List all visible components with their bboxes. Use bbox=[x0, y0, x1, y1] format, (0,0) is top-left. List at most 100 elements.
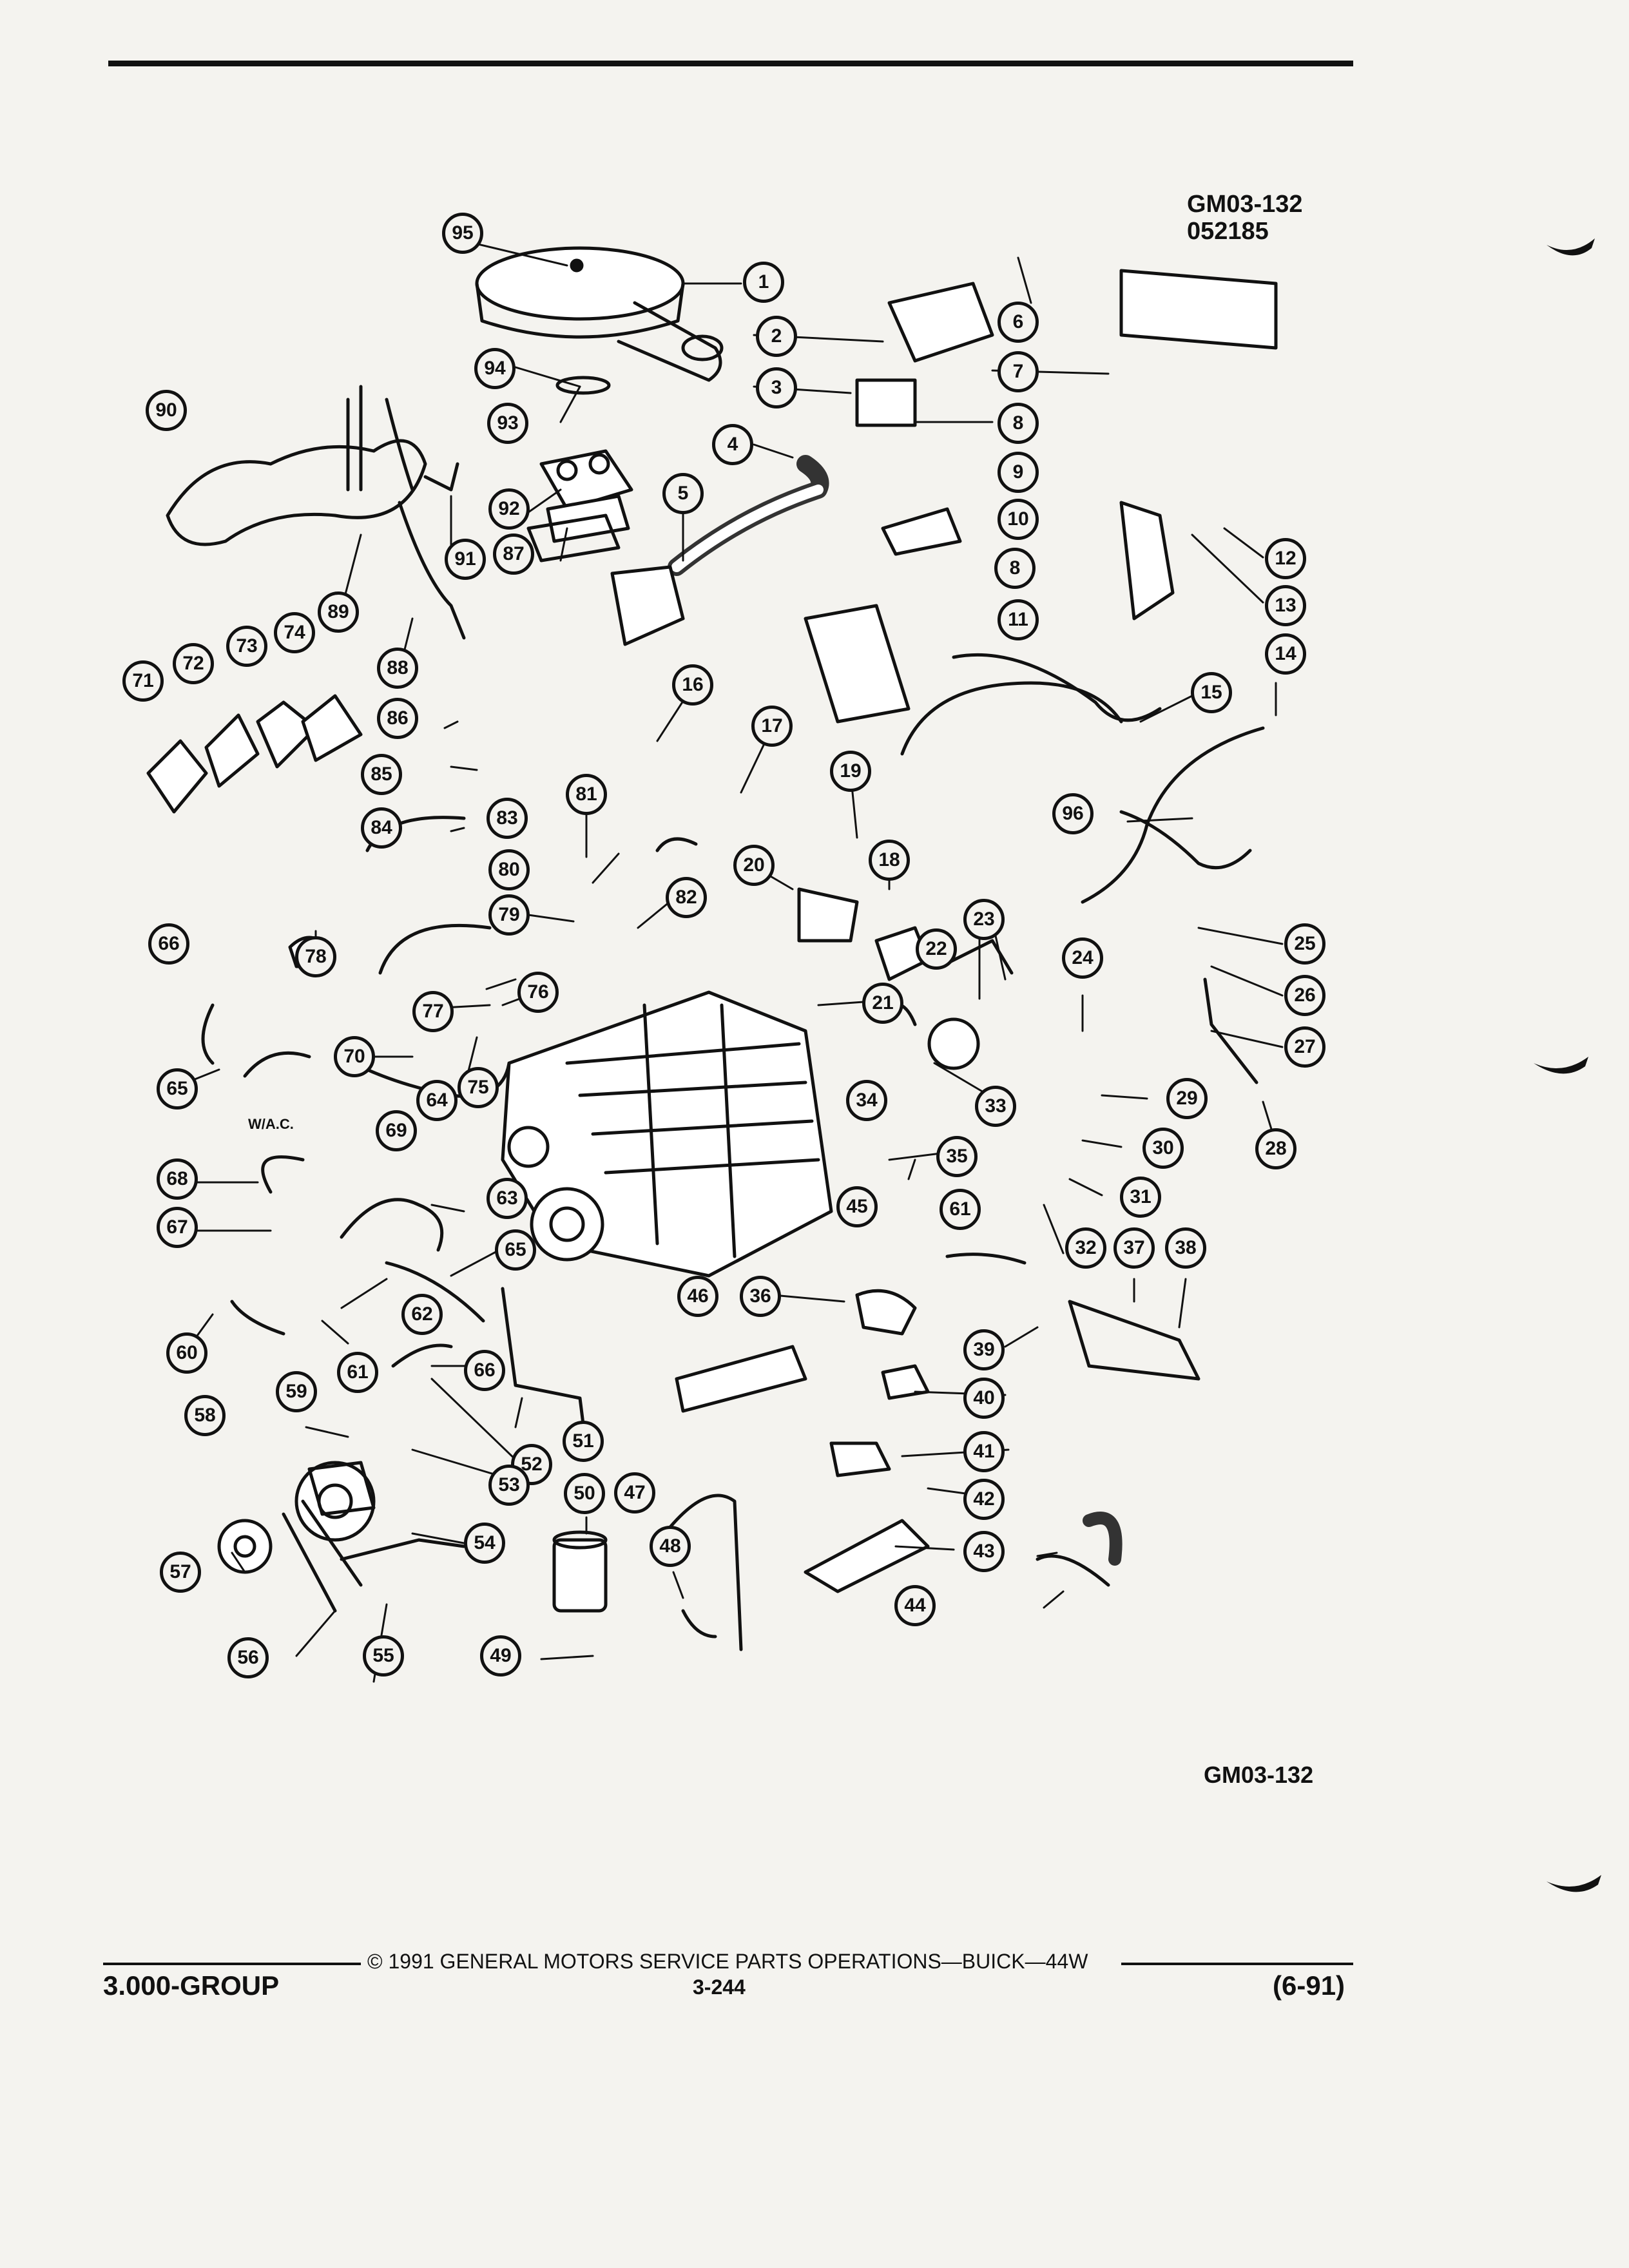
callout-4: 4 bbox=[712, 424, 753, 465]
callout-5: 5 bbox=[662, 473, 704, 514]
callout-26: 26 bbox=[1284, 975, 1325, 1016]
callout-64: 64 bbox=[416, 1080, 458, 1121]
edge-tab-mark bbox=[1547, 238, 1595, 256]
callout-54: 54 bbox=[464, 1523, 505, 1564]
callout-65-second: 65 bbox=[495, 1229, 536, 1271]
callout-56: 56 bbox=[227, 1637, 269, 1678]
callout-30: 30 bbox=[1142, 1128, 1184, 1169]
callout-58: 58 bbox=[184, 1395, 226, 1436]
callout-83: 83 bbox=[487, 798, 528, 839]
callout-14: 14 bbox=[1265, 633, 1306, 675]
callout-31: 31 bbox=[1120, 1177, 1161, 1218]
callout-93: 93 bbox=[487, 403, 528, 444]
callout-50: 50 bbox=[564, 1473, 605, 1514]
callout-66: 66 bbox=[148, 923, 189, 965]
callout-24: 24 bbox=[1062, 937, 1103, 979]
callout-94: 94 bbox=[474, 348, 516, 389]
callout-21: 21 bbox=[862, 983, 903, 1024]
callout-68: 68 bbox=[157, 1158, 198, 1200]
figure-date-code: 052185 bbox=[1187, 218, 1269, 245]
callout-13: 13 bbox=[1265, 585, 1306, 626]
callout-43: 43 bbox=[963, 1531, 1005, 1572]
callout-44: 44 bbox=[894, 1585, 936, 1626]
callout-88: 88 bbox=[377, 648, 418, 689]
top-rule bbox=[108, 61, 1353, 66]
callout-75: 75 bbox=[458, 1067, 499, 1108]
footer-page-number: 3-244 bbox=[693, 1975, 746, 1999]
callout-28: 28 bbox=[1255, 1128, 1296, 1169]
footer-revision: (6-91) bbox=[1273, 1970, 1345, 2001]
callout-29: 29 bbox=[1166, 1078, 1208, 1119]
callout-73: 73 bbox=[226, 626, 267, 667]
callout-36: 36 bbox=[740, 1276, 781, 1317]
callout-23: 23 bbox=[963, 899, 1005, 940]
callout-60: 60 bbox=[166, 1332, 207, 1374]
callout-86: 86 bbox=[377, 698, 418, 739]
callout-96: 96 bbox=[1052, 793, 1094, 834]
callout-89: 89 bbox=[318, 591, 359, 633]
edge-tab-mark bbox=[1547, 1875, 1601, 1892]
callout-69: 69 bbox=[376, 1110, 417, 1151]
callout-55: 55 bbox=[363, 1635, 404, 1677]
callout-34: 34 bbox=[846, 1080, 887, 1121]
callout-82: 82 bbox=[666, 877, 707, 918]
callout-85: 85 bbox=[361, 754, 402, 795]
callout-20: 20 bbox=[733, 845, 775, 886]
figure-code-block: GM03-132 052185 bbox=[1187, 191, 1303, 245]
callout-16: 16 bbox=[672, 664, 713, 706]
callout-79: 79 bbox=[488, 894, 530, 936]
callout-41: 41 bbox=[963, 1431, 1005, 1472]
wac-note: W/A.C. bbox=[248, 1116, 294, 1132]
callout-12: 12 bbox=[1265, 538, 1306, 579]
footer-rule-left bbox=[103, 1963, 361, 1965]
callout-33: 33 bbox=[975, 1086, 1016, 1127]
callout-1: 1 bbox=[743, 262, 784, 303]
callout-46: 46 bbox=[677, 1276, 718, 1317]
callout-17: 17 bbox=[751, 706, 793, 747]
callout-37: 37 bbox=[1113, 1227, 1155, 1269]
edge-tab-mark bbox=[1534, 1057, 1588, 1074]
callout-61: 61 bbox=[337, 1352, 378, 1393]
callout-48: 48 bbox=[650, 1526, 691, 1567]
carburetor-illustration bbox=[526, 449, 633, 562]
footer-rule-right bbox=[1121, 1963, 1353, 1965]
figure-code: GM03-132 bbox=[1187, 191, 1303, 218]
callout-92: 92 bbox=[488, 488, 530, 530]
callout-47: 47 bbox=[614, 1472, 655, 1514]
callout-25: 25 bbox=[1284, 923, 1325, 965]
callout-62: 62 bbox=[401, 1294, 443, 1335]
air-cleaner-illustration bbox=[475, 246, 724, 395]
callout-53: 53 bbox=[488, 1465, 530, 1506]
callout-67: 67 bbox=[157, 1207, 198, 1248]
callout-15: 15 bbox=[1191, 672, 1232, 713]
callout-40: 40 bbox=[963, 1378, 1005, 1419]
footer-copyright: © 1991 GENERAL MOTORS SERVICE PARTS OPER… bbox=[367, 1950, 1088, 1973]
callout-70: 70 bbox=[334, 1036, 375, 1077]
callout-61-second: 61 bbox=[940, 1189, 981, 1230]
callout-8: 8 bbox=[998, 403, 1039, 444]
callout-65: 65 bbox=[157, 1068, 198, 1110]
callout-19: 19 bbox=[830, 751, 871, 792]
callout-63: 63 bbox=[487, 1178, 528, 1219]
brackets-and-small-parts bbox=[146, 269, 1278, 1613]
callout-8-second: 8 bbox=[994, 548, 1036, 589]
callout-59: 59 bbox=[276, 1371, 317, 1412]
callout-90: 90 bbox=[146, 390, 187, 431]
callout-32: 32 bbox=[1065, 1227, 1106, 1269]
callout-57: 57 bbox=[160, 1552, 201, 1593]
callout-18: 18 bbox=[869, 840, 910, 881]
callout-78: 78 bbox=[295, 936, 336, 977]
callout-38: 38 bbox=[1165, 1227, 1206, 1269]
callout-74: 74 bbox=[274, 612, 315, 653]
callout-9: 9 bbox=[998, 452, 1039, 493]
callout-81: 81 bbox=[566, 774, 607, 815]
callout-80: 80 bbox=[488, 849, 530, 890]
callout-72: 72 bbox=[173, 643, 214, 684]
footer-group: 3.000-GROUP bbox=[103, 1970, 280, 2001]
callout-49: 49 bbox=[480, 1635, 521, 1677]
engine-block-illustration bbox=[501, 990, 833, 1278]
callout-39: 39 bbox=[963, 1329, 1005, 1370]
callout-42: 42 bbox=[963, 1479, 1005, 1520]
callout-35: 35 bbox=[936, 1136, 978, 1177]
